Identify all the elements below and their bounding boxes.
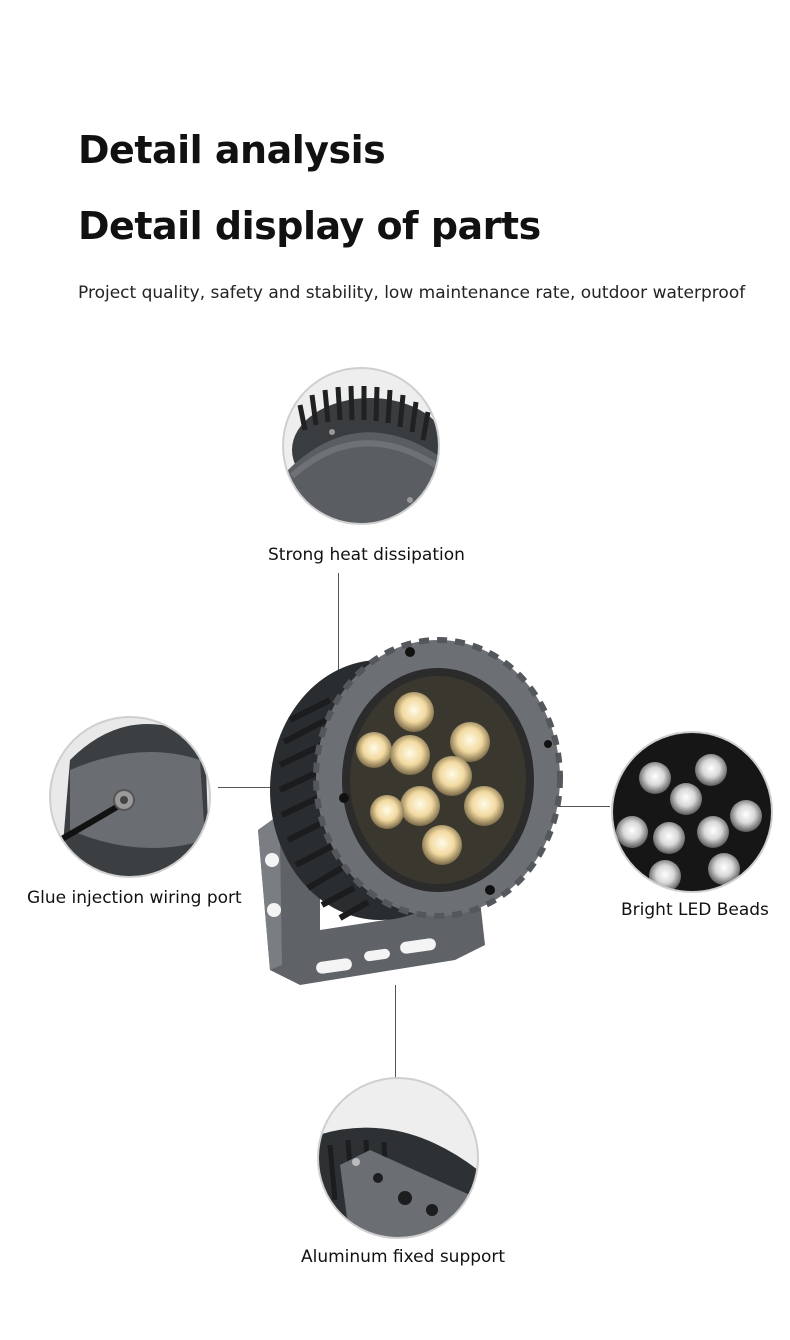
floodlight-fixture-image xyxy=(258,637,563,985)
caption-led-beads: Bright LED Beads xyxy=(621,900,769,920)
caption-heat-dissipation: Strong heat dissipation xyxy=(268,545,465,565)
caption-fixed-support: Aluminum fixed support xyxy=(301,1247,506,1267)
bracket-detail-image xyxy=(317,1077,479,1239)
caption-wiring-port: Glue injection wiring port xyxy=(27,888,242,908)
wiring-port-detail-image xyxy=(49,716,211,878)
tagline: Project quality, safety and stability, l… xyxy=(78,283,746,303)
led-beads-detail-image xyxy=(611,731,773,893)
section-title: Detail display of parts xyxy=(78,204,541,248)
heat-sink-detail-image xyxy=(282,367,440,525)
page-title: Detail analysis xyxy=(78,128,386,172)
connector-line-support xyxy=(395,985,396,1080)
connector-line-glue xyxy=(218,787,288,788)
connector-line-heat xyxy=(338,573,339,683)
